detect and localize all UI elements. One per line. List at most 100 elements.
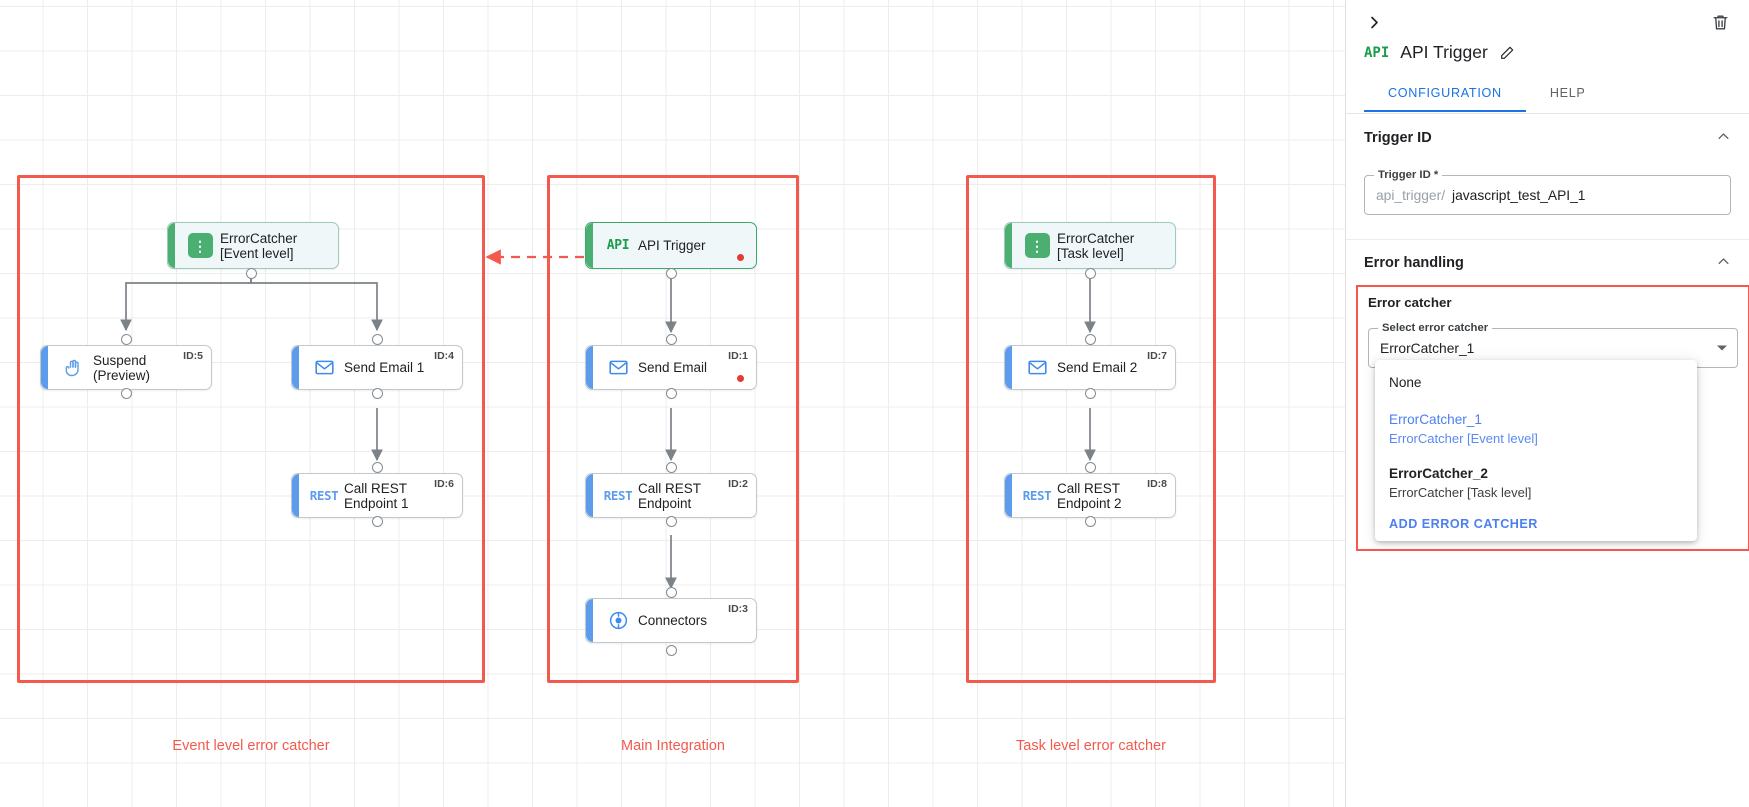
node-connectors[interactable]: Connectors ID:3 — [585, 598, 757, 643]
select-error-catcher-value: ErrorCatcher_1 — [1380, 340, 1475, 356]
node-title: Send Email — [638, 360, 708, 375]
error-catcher-label: Error catcher — [1368, 295, 1452, 310]
error-catcher-dropdown-menu[interactable]: None ErrorCatcher_1 ErrorCatcher [Event … — [1375, 360, 1697, 541]
group-label-task-level: Task level error catcher — [1016, 738, 1166, 754]
node-port-in[interactable] — [1085, 462, 1096, 473]
node-port-out[interactable] — [666, 268, 677, 279]
error-catcher-icon: ⋮ — [1021, 233, 1053, 258]
connectors-icon — [602, 610, 634, 631]
node-call-rest-endpoint-2[interactable]: REST Call REST Endpoint 2 ID:8 — [1004, 473, 1176, 518]
node-accent-bar — [586, 599, 593, 642]
tab-help[interactable]: HELP — [1549, 86, 1586, 100]
menu-item-errorcatcher-1[interactable]: ErrorCatcher_1 ErrorCatcher [Event level… — [1375, 405, 1697, 453]
node-port-out[interactable] — [1085, 516, 1096, 527]
group-frame-main-integration — [547, 175, 799, 683]
group-label-main-integration: Main Integration — [621, 738, 725, 754]
trash-icon[interactable] — [1707, 9, 1733, 35]
add-error-catcher-button[interactable]: ADD ERROR CATCHER — [1389, 517, 1538, 531]
node-accent-bar — [41, 346, 48, 389]
envelope-icon — [308, 357, 340, 378]
trigger-id-label: Trigger ID * — [1374, 169, 1443, 181]
menu-item-errorcatcher-2[interactable]: ErrorCatcher_2 ErrorCatcher [Task level] — [1375, 459, 1697, 507]
node-accent-bar — [1005, 474, 1012, 517]
menu-item-primary: ErrorCatcher_2 — [1389, 466, 1488, 481]
envelope-icon — [1021, 357, 1053, 378]
api-icon: API — [1364, 44, 1390, 61]
rest-icon: REST — [309, 488, 339, 503]
node-id-badge: ID:8 — [1147, 478, 1167, 490]
node-call-rest-endpoint[interactable]: REST Call REST Endpoint ID:2 — [585, 473, 757, 518]
hand-icon — [57, 358, 89, 378]
flow-canvas[interactable]: Event level error catcher Main Integrati… — [0, 0, 1345, 807]
node-id-badge: ID:1 — [728, 350, 748, 362]
pencil-icon[interactable] — [1499, 45, 1515, 61]
trigger-id-value: javascript_test_API_1 — [1452, 187, 1586, 203]
node-port-out[interactable] — [246, 268, 257, 279]
node-send-email[interactable]: Send Email ID:1 — [585, 345, 757, 390]
panel-tabs: CONFIGURATION HELP — [1346, 82, 1749, 114]
node-accent-bar — [292, 474, 299, 517]
node-port-out[interactable] — [372, 388, 383, 399]
node-port-out[interactable] — [1085, 268, 1096, 279]
node-port-out[interactable] — [666, 645, 677, 656]
node-port-in[interactable] — [1085, 334, 1096, 345]
node-suspend[interactable]: Suspend (Preview) ID:5 — [40, 345, 212, 390]
node-port-in[interactable] — [121, 334, 132, 345]
menu-item-primary: None — [1389, 375, 1422, 390]
node-port-in[interactable] — [666, 587, 677, 598]
node-error-indicator — [737, 375, 744, 382]
group-label-event-level: Event level error catcher — [172, 738, 330, 754]
node-port-in[interactable] — [372, 462, 383, 473]
node-port-in[interactable] — [372, 334, 383, 345]
node-id-badge: ID:2 — [728, 478, 748, 490]
node-title: Send Email 1 — [344, 360, 425, 375]
node-title: ErrorCatcher [Event level] — [220, 230, 298, 261]
envelope-icon — [602, 357, 634, 378]
trigger-id-input[interactable]: Trigger ID * api_trigger/ javascript_tes… — [1364, 169, 1731, 215]
tab-configuration[interactable]: CONFIGURATION — [1364, 82, 1526, 112]
api-icon: API — [606, 238, 630, 253]
node-errorcatcher-event-level[interactable]: ⋮ ErrorCatcher [Event level] — [167, 222, 339, 269]
page-title: API Trigger — [1400, 42, 1488, 62]
menu-item-secondary: ErrorCatcher [Task level] — [1389, 485, 1532, 500]
node-port-out[interactable] — [1085, 388, 1096, 399]
section-header-trigger-id[interactable]: Trigger ID — [1346, 115, 1749, 161]
node-port-out[interactable] — [121, 388, 132, 399]
node-accent-bar — [586, 474, 593, 517]
select-error-catcher-label: Select error catcher — [1378, 322, 1493, 334]
node-accent-bar — [1005, 223, 1012, 268]
node-send-email-1[interactable]: Send Email 1 ID:4 — [291, 345, 463, 390]
node-accent-bar — [168, 223, 175, 268]
node-title: Suspend (Preview) — [93, 352, 151, 383]
node-error-indicator — [737, 254, 744, 261]
node-port-in[interactable] — [666, 462, 677, 473]
node-send-email-2[interactable]: Send Email 2 ID:7 — [1004, 345, 1176, 390]
chevron-up-icon[interactable] — [1716, 254, 1731, 272]
chevron-right-icon[interactable] — [1360, 8, 1388, 36]
menu-item-primary: ErrorCatcher_1 — [1389, 412, 1482, 427]
node-port-in[interactable] — [666, 334, 677, 345]
node-accent-bar — [292, 346, 299, 389]
node-accent-bar — [586, 346, 593, 389]
chevron-down-icon[interactable] — [1717, 345, 1727, 351]
group-frame-task-level — [966, 175, 1216, 683]
node-api-trigger[interactable]: API API Trigger — [585, 222, 757, 269]
section-header-error-handling[interactable]: Error handling — [1346, 240, 1749, 286]
chevron-up-icon[interactable] — [1716, 129, 1731, 147]
node-port-out[interactable] — [666, 388, 677, 399]
node-id-badge: ID:5 — [183, 350, 203, 362]
node-errorcatcher-task-level[interactable]: ⋮ ErrorCatcher [Task level] — [1004, 222, 1176, 269]
menu-item-none[interactable]: None — [1375, 368, 1697, 397]
node-id-badge: ID:3 — [728, 603, 748, 615]
node-accent-bar — [1005, 346, 1012, 389]
menu-item-secondary: ErrorCatcher [Event level] — [1389, 431, 1538, 446]
node-port-out[interactable] — [372, 516, 383, 527]
node-id-badge: ID:6 — [434, 478, 454, 490]
section-title: Error handling — [1364, 255, 1464, 271]
node-title: Send Email 2 — [1057, 360, 1138, 375]
node-call-rest-endpoint-1[interactable]: REST Call REST Endpoint 1 ID:6 — [291, 473, 463, 518]
node-title: Call REST Endpoint 1 — [344, 480, 409, 511]
node-port-out[interactable] — [666, 516, 677, 527]
section-error-handling: Error handling — [1346, 240, 1749, 286]
